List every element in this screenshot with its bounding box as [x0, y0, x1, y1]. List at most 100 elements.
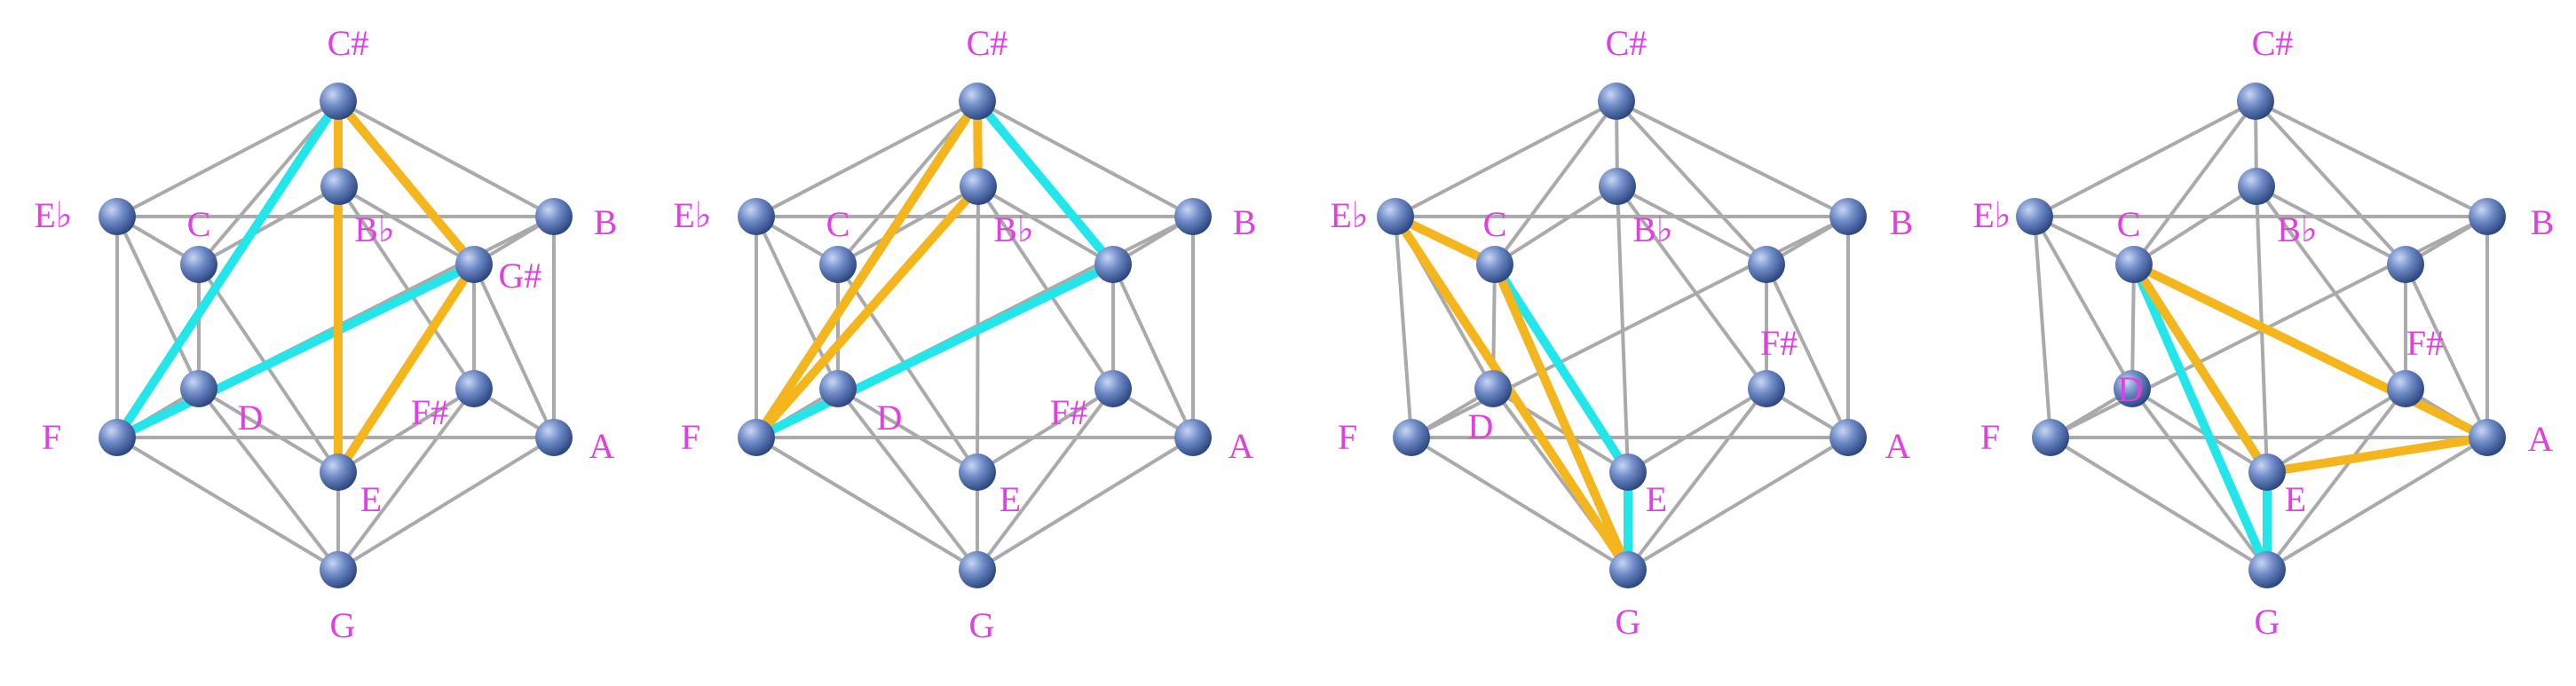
edge-Bb-G# [337, 185, 476, 266]
edge-Eb-F [2033, 215, 2052, 439]
node-B [1174, 198, 1212, 235]
edge-Bb-G# [2255, 185, 2407, 266]
cyan-edge-F-G# [113, 260, 478, 442]
node-F [2032, 419, 2069, 456]
label-f: F [681, 417, 700, 457]
edge-C#-G# [2254, 99, 2407, 266]
label-c-sharp: C# [328, 23, 369, 63]
edge-C-Bb [197, 185, 341, 266]
node-C# [2237, 83, 2274, 120]
label-e-flat: E♭ [1972, 195, 2011, 235]
node-D [180, 370, 217, 407]
label-f: F [42, 417, 61, 457]
edge-G-A [1626, 436, 1850, 572]
node-Eb [738, 198, 775, 235]
node-F# [1748, 370, 1785, 407]
edge-G#-A [2404, 263, 2489, 439]
edge-Bb-F# [976, 185, 1115, 390]
node-Eb [1377, 198, 1414, 235]
node-E [959, 453, 996, 491]
label-g: G [1616, 602, 1641, 642]
orange-edge-G#-E [334, 260, 478, 477]
panel-4: C# E♭ C B♭ B F# D F A E G [1972, 23, 2554, 642]
label-b: B [1233, 202, 1257, 242]
label-a: A [1885, 426, 1911, 466]
orange-edge-C#-F [752, 97, 982, 442]
node-Bb [1599, 168, 1636, 205]
node-E [2248, 453, 2286, 491]
node-G [2248, 551, 2286, 588]
node-C [2115, 246, 2153, 283]
edge-Bb-F# [337, 185, 476, 390]
label-d: D [877, 398, 903, 438]
edge-C#-C [197, 99, 340, 266]
edge-Bb-F# [2255, 185, 2407, 390]
edge-G-F# [336, 387, 476, 572]
cyan-edge-C-E [1490, 260, 1632, 477]
edge-G-F [1410, 436, 1630, 572]
edge-Eb-D [115, 215, 201, 390]
edge-C#-C [836, 99, 979, 266]
panel-2: C# E♭ C B♭ B F D F# A E G [673, 23, 1256, 645]
edge-C#-Eb [115, 99, 340, 218]
label-f-sharp: F# [1760, 323, 1798, 363]
label-c: C [2117, 204, 2141, 244]
panel-1: C# E♭ C B♭ B G# F D F# A E G [34, 23, 617, 645]
edge-Eb-F [1394, 215, 1413, 439]
label-e-flat: E♭ [1330, 195, 1368, 235]
node-A [2469, 419, 2506, 456]
node-C# [320, 83, 357, 120]
label-c: C [187, 204, 211, 244]
label-d: D [1468, 406, 1494, 446]
node-Bb [2238, 168, 2275, 205]
node-C [1476, 246, 1513, 283]
edge-Bb-G# [1616, 185, 1768, 266]
edge-G-F [115, 436, 340, 572]
label-c-sharp: C# [1606, 23, 1648, 63]
node-D [2114, 370, 2151, 407]
node-D [1474, 370, 1512, 407]
label-b-flat: B♭ [993, 209, 1034, 249]
label-e: E [1646, 479, 1667, 519]
label-b-flat: B♭ [1632, 209, 1673, 249]
label-e: E [360, 479, 382, 519]
edge-E-F# [2265, 387, 2407, 474]
edge-E-F# [336, 387, 476, 474]
node-Eb [2016, 198, 2053, 235]
label-f-sharp: F# [2406, 323, 2444, 363]
edge-C#-C [2132, 99, 2257, 266]
edge-C#-B [976, 99, 1195, 218]
edge-D-E [197, 387, 340, 474]
edge-D-E [2130, 387, 2269, 474]
cyan-edge-C#-F [113, 97, 343, 442]
orange-edge-C-A [2130, 260, 2492, 442]
label-d: D [238, 398, 264, 438]
node-C# [959, 83, 996, 120]
edge-G-F# [2265, 387, 2407, 572]
edge-G-F [755, 436, 979, 572]
edge-C-Bb [836, 185, 980, 266]
node-F# [455, 370, 493, 407]
edge-G#-A [1765, 263, 1850, 439]
edge-G#-A [472, 263, 556, 439]
orange-edge-Eb-G [1391, 212, 1632, 574]
label-g: G [330, 605, 356, 645]
edge-C#-C [1493, 99, 1618, 266]
node-G [320, 551, 357, 588]
edge-G-A [336, 436, 556, 572]
label-e-flat: E♭ [673, 195, 711, 235]
edge-E-F# [1626, 387, 1768, 474]
label-f-sharp: F# [411, 392, 448, 432]
label-b: B [594, 202, 618, 242]
node-Bb [320, 168, 358, 205]
label-b: B [1890, 202, 1914, 242]
orange-edge-E-A [2263, 433, 2492, 477]
orange-edge-C-E [2130, 260, 2272, 477]
edge-G-D [197, 387, 340, 572]
node-A [1829, 419, 1867, 456]
label-g-sharp: G# [499, 256, 542, 296]
edge-C#-B [2254, 99, 2489, 218]
cyan-edge-C-G [2130, 260, 2272, 574]
